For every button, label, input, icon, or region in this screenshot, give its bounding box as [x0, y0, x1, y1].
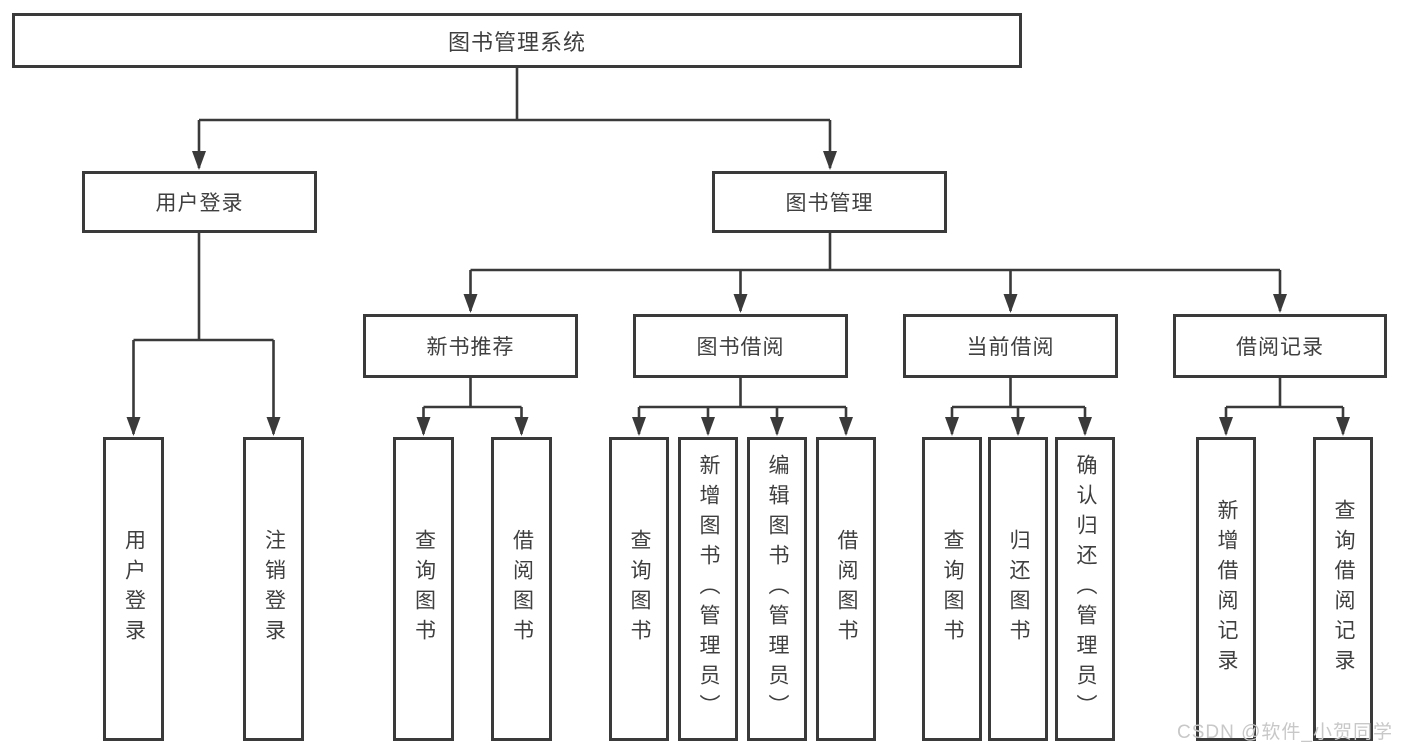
leaf-return-books: 归还图书 — [988, 437, 1048, 741]
leaf-edit-books-admin-label: 编辑图书（管理员） — [766, 454, 789, 724]
node-current-borrow: 当前借阅 — [903, 314, 1118, 378]
leaf-logout: 注销登录 — [243, 437, 304, 741]
leaf-borrow-borrow-books: 借阅图书 — [816, 437, 876, 741]
leaf-add-books-admin-label: 新增图书（管理员） — [697, 454, 720, 724]
leaf-add-borrow-record: 新增借阅记录 — [1196, 437, 1256, 741]
node-new-book-recommend: 新书推荐 — [363, 314, 578, 378]
leaf-recommend-borrow-books: 借阅图书 — [491, 437, 552, 741]
leaf-return-books-label: 归还图书 — [1007, 529, 1030, 649]
leaf-borrow-query-books: 查询图书 — [609, 437, 669, 741]
node-borrow-records: 借阅记录 — [1173, 314, 1387, 378]
node-root-label: 图书管理系统 — [447, 29, 586, 55]
leaf-user-login-label: 用户登录 — [122, 529, 146, 649]
node-book-management: 图书管理 — [712, 171, 947, 233]
leaf-add-books-admin: 新增图书（管理员） — [678, 437, 738, 741]
node-book-borrow-label: 图书借阅 — [696, 336, 785, 359]
leaf-borrow-query-books-label: 查询图书 — [628, 529, 651, 649]
node-user-login: 用户登录 — [82, 171, 317, 233]
leaf-confirm-return-admin-label: 确认归还（管理员） — [1074, 454, 1097, 724]
leaf-logout-label: 注销登录 — [262, 529, 286, 649]
leaf-current-query-books: 查询图书 — [922, 437, 982, 741]
leaf-borrow-borrow-books-label: 借阅图书 — [835, 529, 858, 649]
node-book-management-label: 图书管理 — [785, 192, 874, 215]
leaf-current-query-books-label: 查询图书 — [941, 529, 964, 649]
leaf-edit-books-admin: 编辑图书（管理员） — [747, 437, 807, 741]
leaf-recommend-borrow-books-label: 借阅图书 — [510, 529, 534, 649]
leaf-add-borrow-record-label: 新增借阅记录 — [1215, 499, 1238, 679]
node-book-borrow: 图书借阅 — [633, 314, 848, 378]
node-borrow-records-label: 借阅记录 — [1236, 336, 1324, 359]
leaf-query-borrow-record: 查询借阅记录 — [1313, 437, 1373, 741]
leaf-query-borrow-record-label: 查询借阅记录 — [1332, 499, 1355, 679]
leaf-recommend-query-books: 查询图书 — [393, 437, 454, 741]
leaf-confirm-return-admin: 确认归还（管理员） — [1055, 437, 1115, 741]
leaf-user-login: 用户登录 — [103, 437, 164, 741]
arrowhead-icons — [126, 151, 1350, 436]
node-user-login-label: 用户登录 — [155, 192, 244, 215]
node-new-book-recommend-label: 新书推荐 — [426, 336, 515, 359]
node-current-borrow-label: 当前借阅 — [966, 336, 1055, 359]
node-root: 图书管理系统 — [12, 13, 1022, 68]
elbow-connectors — [132, 68, 1345, 434]
leaf-recommend-query-books-label: 查询图书 — [412, 529, 436, 649]
